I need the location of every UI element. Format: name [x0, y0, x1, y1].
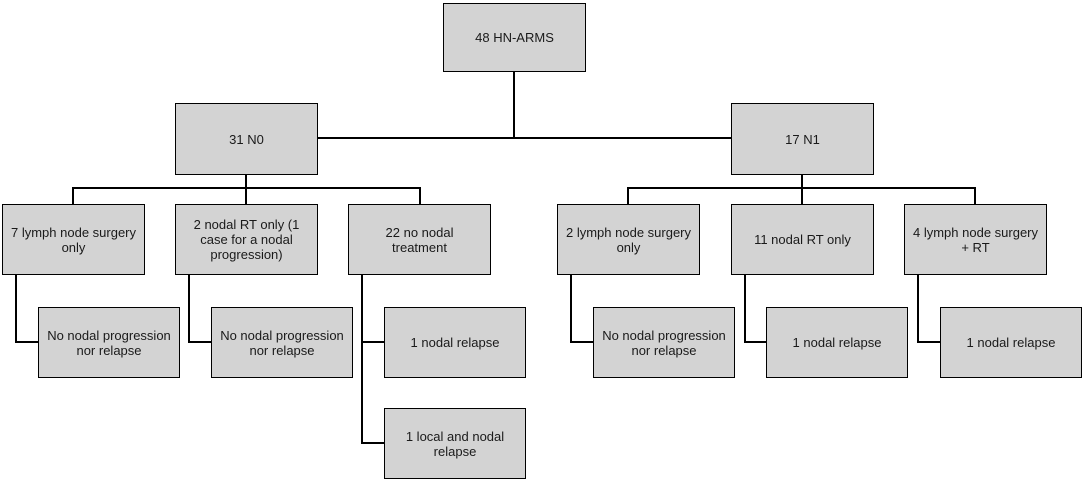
treatment-node-label: 2 nodal RT only (1 case for a nodal prog… [193, 217, 300, 262]
outcome-node-n0-none-2: 1 local and nodal relapse [384, 408, 526, 479]
group-node-n1-label: 17 N1 [785, 131, 820, 147]
treatment-node-n1-rt: 11 nodal RT only [731, 204, 874, 275]
treatment-node-label: 4 lymph node surgery + RT [913, 224, 1039, 255]
outcome-node-label: 1 nodal relapse [410, 335, 500, 350]
outcome-node-n0-rt: No nodal progression nor relapse [211, 307, 353, 378]
outcome-node-n0-none-1: 1 nodal relapse [384, 307, 526, 378]
outcome-node-label: 1 nodal relapse [792, 335, 882, 350]
outcome-node-n1-surgery: No nodal progression nor relapse [593, 307, 735, 378]
treatment-node-label: 11 nodal RT only [754, 232, 851, 247]
outcome-node-label: No nodal progression nor relapse [220, 327, 344, 358]
treatment-node-label: 22 no nodal treatment [385, 224, 454, 255]
outcome-node-n1-surgery-rt: 1 nodal relapse [940, 307, 1082, 378]
treatment-node-n0-none: 22 no nodal treatment [348, 204, 491, 275]
outcome-node-n1-rt: 1 nodal relapse [766, 307, 908, 378]
outcome-node-label: 1 local and nodal relapse [405, 428, 505, 459]
root-node: 48 HN-ARMS [443, 3, 586, 72]
treatment-node-n1-surgery: 2 lymph node surgery only [557, 204, 700, 275]
outcome-node-label: No nodal progression nor relapse [602, 327, 726, 358]
treatment-node-label: 2 lymph node surgery only [566, 224, 692, 255]
group-node-n0: 31 N0 [175, 103, 318, 175]
outcome-node-label: No nodal progression nor relapse [47, 327, 171, 358]
treatment-node-n0-rt: 2 nodal RT only (1 case for a nodal prog… [175, 204, 318, 275]
outcome-node-n0-surgery: No nodal progression nor relapse [38, 307, 180, 378]
treatment-node-n0-surgery: 7 lymph node surgery only [2, 204, 145, 275]
group-node-n1: 17 N1 [731, 103, 874, 175]
treatment-node-label: 7 lymph node surgery only [11, 224, 137, 255]
treatment-node-n1-surgery-rt: 4 lymph node surgery + RT [904, 204, 1047, 275]
root-node-label: 48 HN-ARMS [475, 30, 554, 45]
group-node-n0-label: 31 N0 [229, 131, 264, 147]
outcome-node-label: 1 nodal relapse [966, 335, 1056, 350]
